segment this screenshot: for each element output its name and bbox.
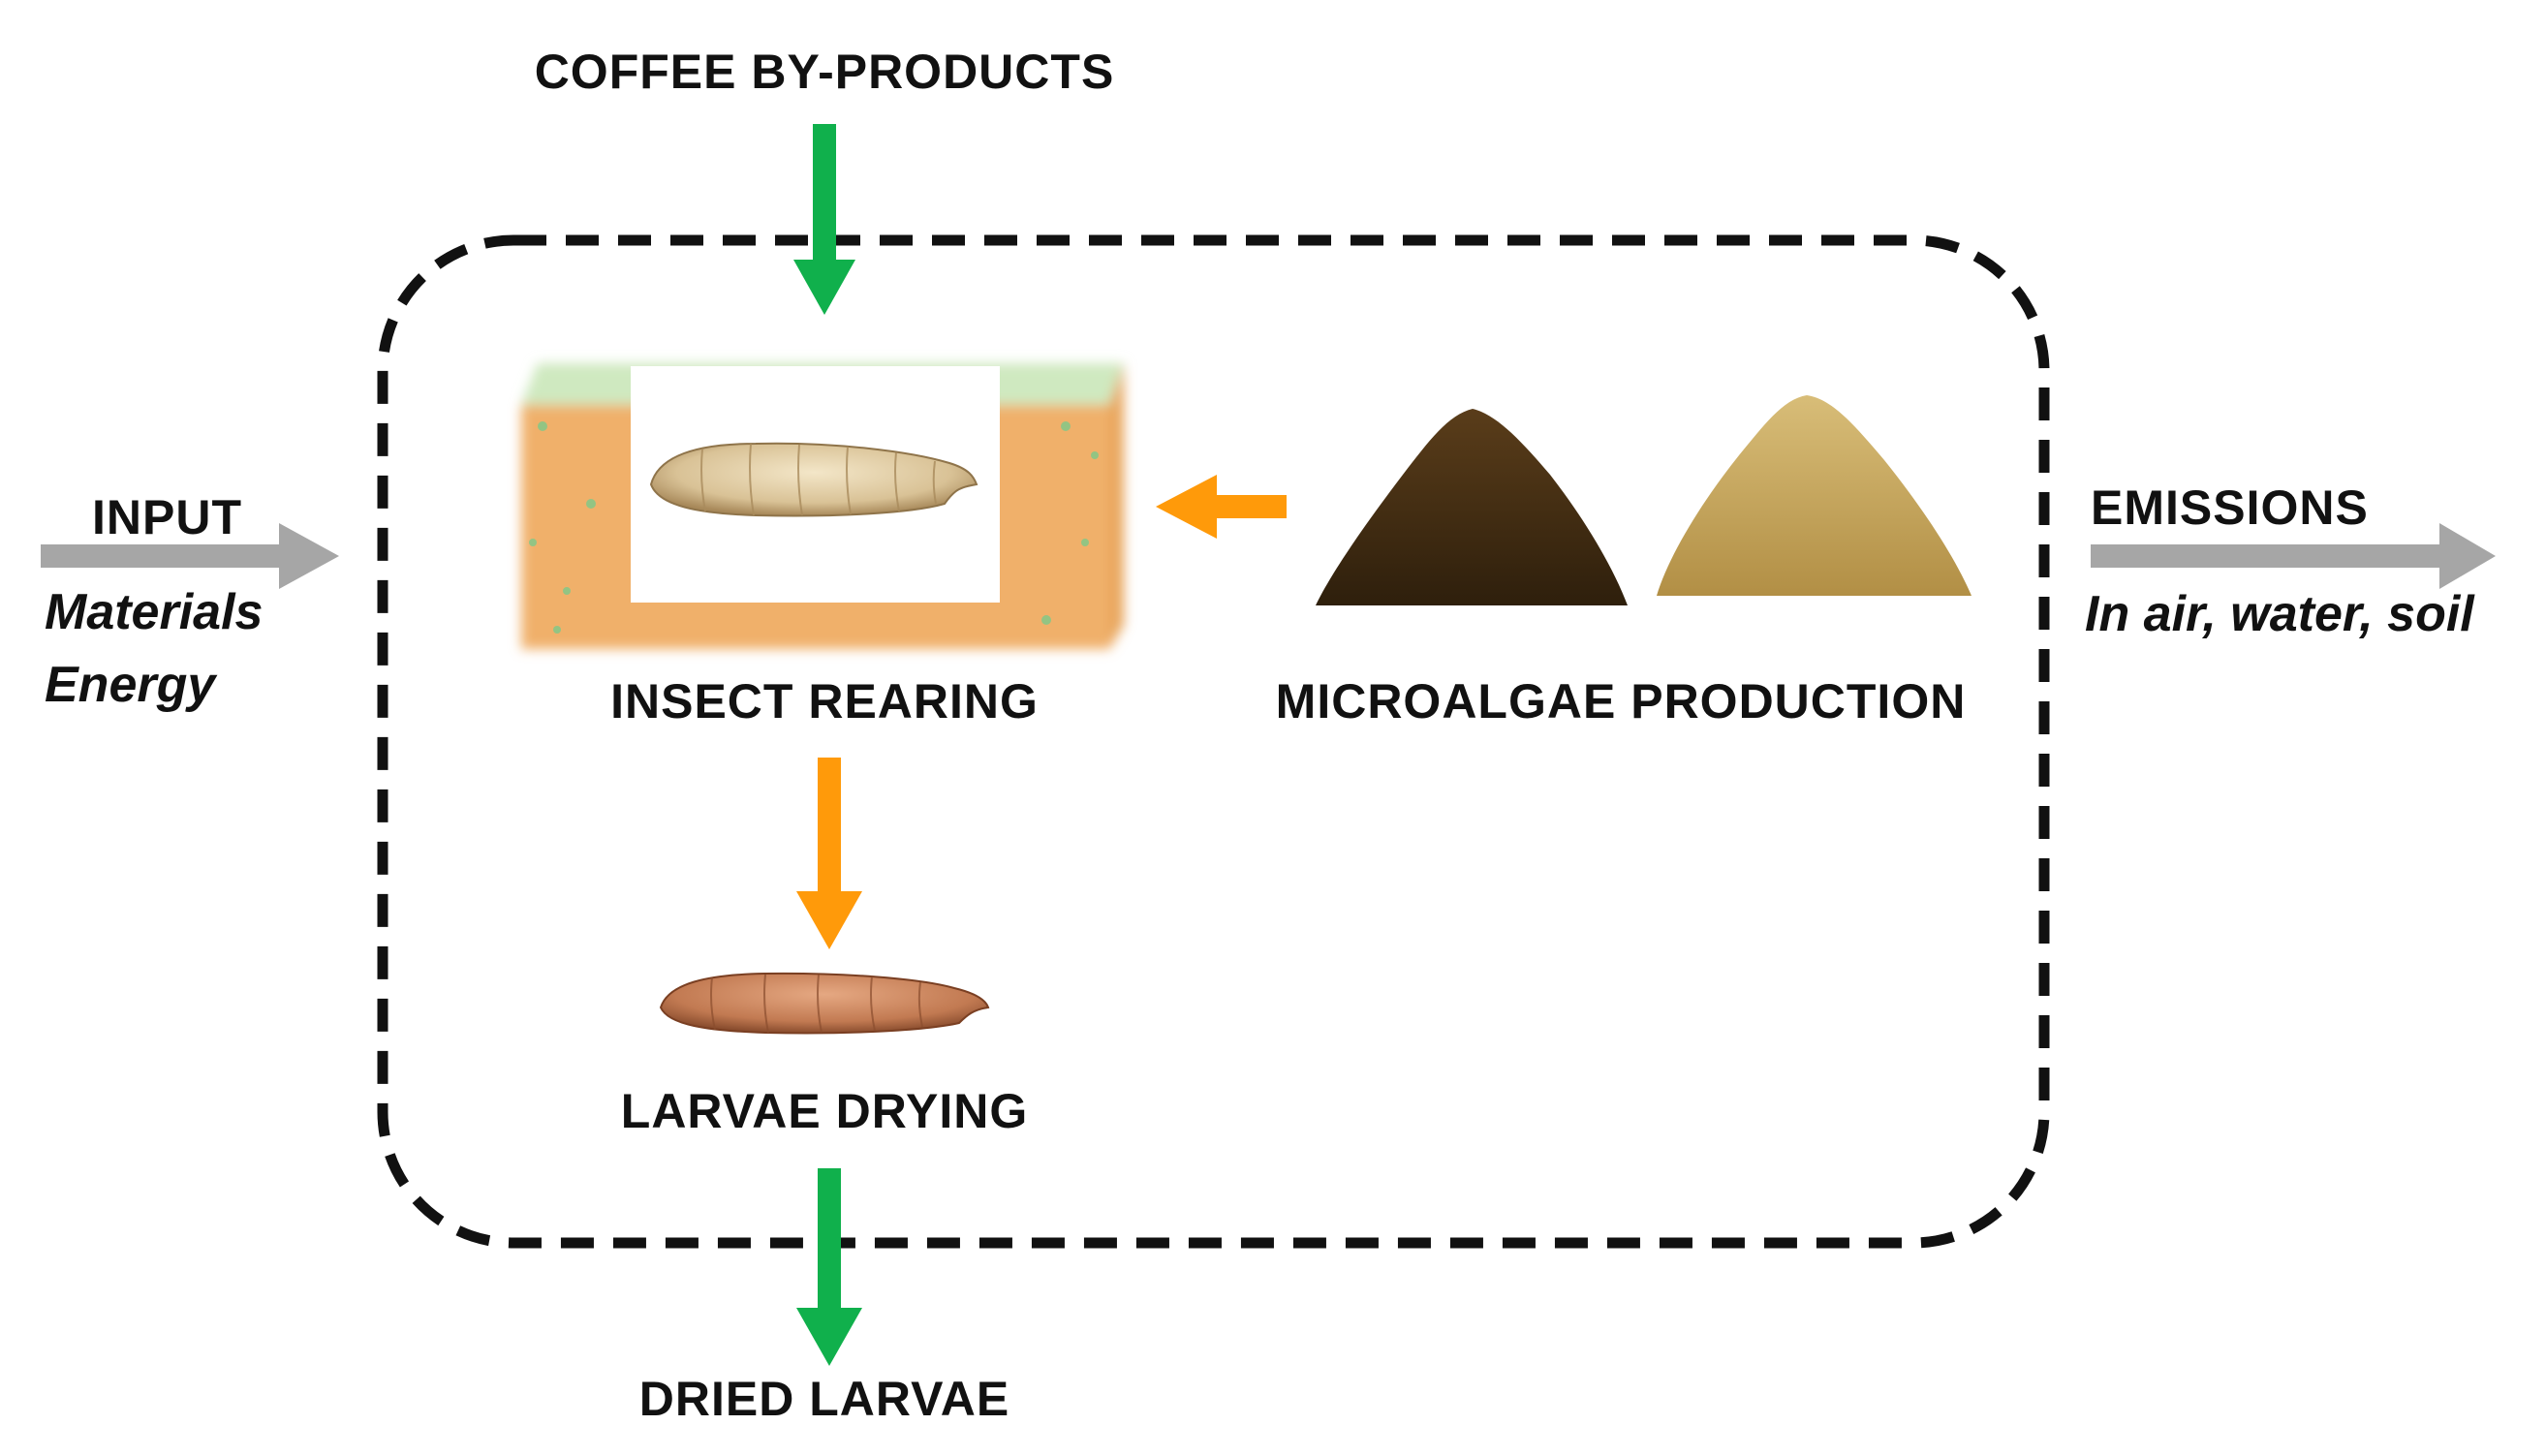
larvae-drying-label: LARVAE DRYING xyxy=(620,1084,1029,1138)
dark-microalgae-pile-icon xyxy=(1316,409,1628,605)
microalgae-production-label: MICROALGAE PRODUCTION xyxy=(1275,674,1967,728)
input-arrow xyxy=(41,523,339,589)
dried-larvae-label: DRIED LARVAE xyxy=(638,1372,1010,1426)
light-microalgae-pile-icon xyxy=(1657,395,1972,596)
energy-label: Energy xyxy=(45,657,216,713)
coffee-input-arrow xyxy=(793,124,855,315)
rearing-to-drying-arrow xyxy=(796,758,862,949)
dried-larva-icon xyxy=(659,972,990,1035)
larva-in-rearing-box-icon xyxy=(521,363,1124,649)
coffee-by-products-label: COFFEE BY-PRODUCTS xyxy=(534,45,1115,99)
system-boundary xyxy=(377,234,2050,1249)
insect-rearing-label: INSECT REARING xyxy=(610,674,1039,728)
emissions-media-label: In air, water, soil xyxy=(2085,586,2474,642)
microalgae-feed-arrow xyxy=(1156,475,1287,539)
emissions-label: EMISSIONS xyxy=(2091,480,2369,535)
materials-label: Materials xyxy=(45,584,264,640)
emissions-arrow xyxy=(2091,523,2496,589)
input-label: INPUT xyxy=(92,490,242,544)
output-arrow xyxy=(796,1168,862,1366)
